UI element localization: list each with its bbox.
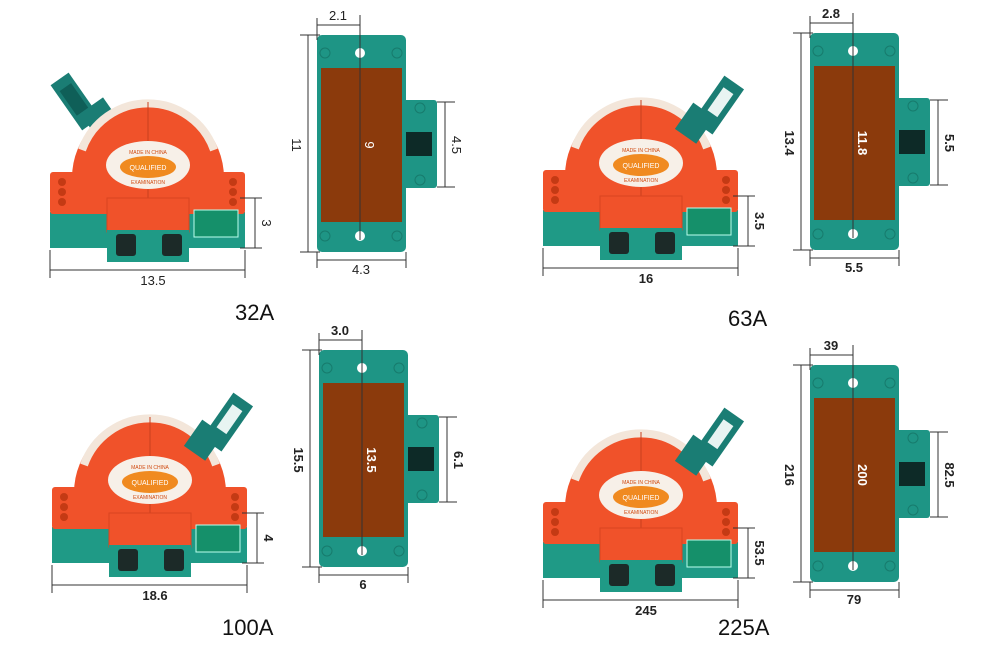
terminal-slot <box>116 234 136 256</box>
knife-switch-front-view: MADE IN CHINA QUALIFIED EXAMINATION <box>543 75 745 260</box>
width-dimension: 13.5 <box>140 273 165 288</box>
insulation-panel <box>321 68 402 222</box>
quality-sticker: MADE IN CHINA QUALIFIED EXAMINATION <box>599 139 683 187</box>
rating-nameplate <box>686 539 732 568</box>
terminal-slot <box>655 232 675 254</box>
sticker-bottom-text: EXAMINATION <box>624 178 658 184</box>
plate-length-dimension: 216 <box>782 464 797 486</box>
knife-switch-front-view: MADE IN CHINA QUALIFIED EXAMINATION <box>50 72 245 262</box>
tab-height-dimension: 6.1 <box>451 451 466 469</box>
sticker-middle-text: QUALIFIED <box>623 495 660 502</box>
tab-window <box>406 132 432 156</box>
plate-offset-dimension: 2.1 <box>329 8 347 23</box>
dimension-lines-plate <box>793 345 948 598</box>
switch-panel-225A: MADE IN CHINA QUALIFIED EXAMINATION 245 … <box>493 330 993 655</box>
rating-nameplate <box>686 207 732 236</box>
dimension-lines-front <box>49 197 262 278</box>
width-dimension: 245 <box>635 603 657 618</box>
plate-length-dimension: 11 <box>289 138 304 152</box>
plate-width-dimension: 4.3 <box>352 262 370 277</box>
sticker-middle-text: QUALIFIED <box>623 163 660 170</box>
dimension-lines-front <box>542 527 755 608</box>
insulation-panel <box>814 398 895 552</box>
dimension-lines-plate <box>302 330 457 583</box>
back-plate-view <box>319 350 439 567</box>
terminal-slot <box>118 549 138 571</box>
terminal-slot <box>162 234 182 256</box>
rating-nameplate <box>193 209 239 238</box>
plate-length-dimension: 15.5 <box>291 447 306 472</box>
switch-handle <box>674 407 745 476</box>
knife-switch-front-view: MADE IN CHINA QUALIFIED EXAMINATION <box>52 392 254 577</box>
height-dimension: 53.5 <box>752 540 767 565</box>
insulation-panel <box>323 383 404 537</box>
switch-panel-32A: MADE IN CHINA QUALIFIED EXAMINATION 13.5… <box>0 0 500 325</box>
width-dimension: 16 <box>639 271 653 286</box>
tab-height-dimension: 4.5 <box>449 136 464 154</box>
current-rating-label: 32A <box>235 300 275 325</box>
plate-offset-dimension: 2.8 <box>822 6 840 21</box>
back-plate-view <box>810 365 930 582</box>
terminal-slot <box>609 232 629 254</box>
switch-panel-63A: MADE IN CHINA QUALIFIED EXAMINATION 16 3… <box>493 0 993 331</box>
back-plate-view <box>810 33 930 250</box>
plate-width-dimension: 5.5 <box>845 260 863 275</box>
plate-width-dimension: 79 <box>847 592 861 607</box>
sticker-middle-text: QUALIFIED <box>130 165 167 172</box>
dimension-lines-front <box>542 195 755 276</box>
sticker-top-text: MADE IN CHINA <box>131 465 169 471</box>
width-dimension: 18.6 <box>142 588 167 603</box>
hole-spacing-dimension: 11.8 <box>855 131 870 156</box>
dimension-lines-plate <box>793 13 948 266</box>
plate-offset-dimension: 3.0 <box>331 323 349 338</box>
current-rating-label: 100A <box>222 615 274 640</box>
terminal-cover <box>599 195 683 231</box>
sticker-top-text: MADE IN CHINA <box>129 150 167 156</box>
knife-switch-front-view: MADE IN CHINA QUALIFIED EXAMINATION <box>543 407 745 592</box>
sticker-middle-text: QUALIFIED <box>132 480 169 487</box>
back-plate-view <box>317 35 437 252</box>
hole-spacing-dimension: 13.5 <box>364 447 379 472</box>
tab-window <box>408 447 434 471</box>
terminal-slot <box>609 564 629 586</box>
hole-spacing-dimension: 9 <box>362 141 377 148</box>
plate-length-dimension: 13.4 <box>782 130 797 156</box>
insulation-panel <box>814 66 895 220</box>
sticker-bottom-text: EXAMINATION <box>131 180 165 186</box>
terminal-slot <box>655 564 675 586</box>
tab-height-dimension: 5.5 <box>942 134 957 152</box>
tab-window <box>899 130 925 154</box>
terminal-cover <box>106 197 190 233</box>
switch-handle <box>183 392 254 461</box>
sticker-top-text: MADE IN CHINA <box>622 148 660 154</box>
plate-offset-dimension: 39 <box>824 338 838 353</box>
quality-sticker: MADE IN CHINA QUALIFIED EXAMINATION <box>599 471 683 519</box>
terminal-cover <box>108 512 192 548</box>
current-rating-label: 63A <box>728 306 768 331</box>
sticker-bottom-text: EXAMINATION <box>133 495 167 501</box>
height-dimension: 3 <box>259 219 274 226</box>
terminal-cover <box>599 527 683 563</box>
quality-sticker: MADE IN CHINA QUALIFIED EXAMINATION <box>108 456 192 504</box>
plate-width-dimension: 6 <box>359 577 366 592</box>
current-rating-label: 225A <box>718 615 770 640</box>
sticker-bottom-text: EXAMINATION <box>624 510 658 516</box>
mounting-holes <box>551 176 730 204</box>
quality-sticker: MADE IN CHINA QUALIFIED EXAMINATION <box>106 141 190 189</box>
switch-panel-100A: MADE IN CHINA QUALIFIED EXAMINATION 18.6… <box>2 315 502 640</box>
tab-height-dimension: 82.5 <box>942 462 957 487</box>
sticker-top-text: MADE IN CHINA <box>622 480 660 486</box>
mounting-holes <box>58 178 237 206</box>
tab-window <box>899 462 925 486</box>
terminal-slot <box>164 549 184 571</box>
height-dimension: 4 <box>261 534 276 542</box>
mounting-holes <box>60 493 239 521</box>
height-dimension: 3.5 <box>752 212 767 230</box>
mounting-holes <box>551 508 730 536</box>
hole-spacing-dimension: 200 <box>855 464 870 486</box>
dimension-lines-front <box>51 512 264 593</box>
switch-handle <box>674 75 745 144</box>
dimension-lines-plate <box>300 15 455 268</box>
rating-nameplate <box>195 524 241 553</box>
